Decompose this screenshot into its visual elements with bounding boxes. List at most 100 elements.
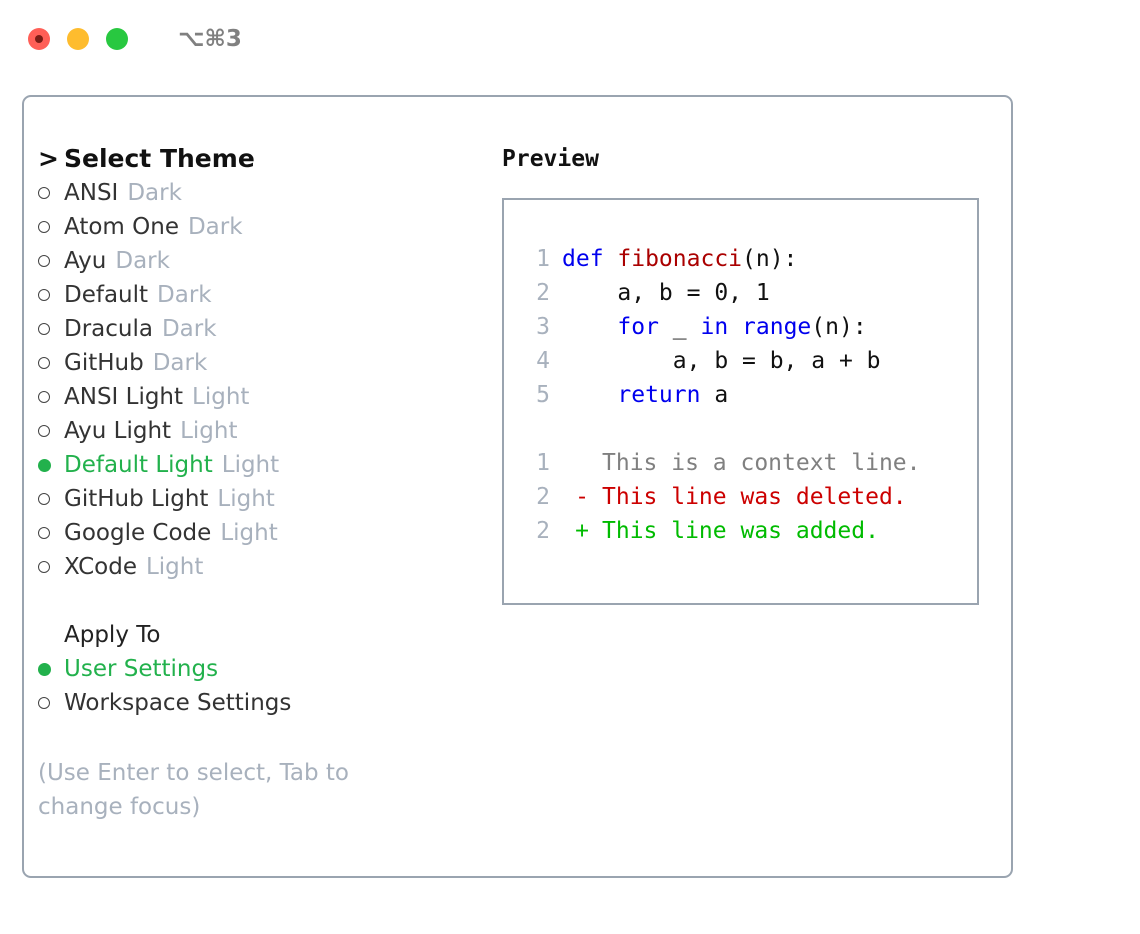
theme-kind-label: Dark (127, 180, 182, 206)
theme-kind-label: Light (145, 554, 204, 580)
radio-selected-icon[interactable] (38, 662, 64, 676)
theme-list-item[interactable]: Ayu Light Light (38, 414, 498, 448)
title-bar: ⌥⌘3 (0, 0, 1140, 78)
code-token: range (742, 314, 812, 340)
theme-name-label: Ayu Light (64, 418, 172, 444)
code-line: 2 a, b = 0, 1 (522, 276, 881, 310)
radio-unselected-icon[interactable] (38, 561, 64, 573)
maximize-window-button[interactable] (106, 28, 128, 50)
theme-list-item[interactable]: Google Code Light (38, 516, 498, 550)
code-line-text: a, b = b, a + b (562, 344, 881, 378)
code-token: _ (658, 314, 701, 340)
theme-name-label: GitHub Light (64, 486, 209, 512)
minimize-window-button[interactable] (67, 28, 89, 50)
radio-unselected-icon[interactable] (38, 391, 64, 403)
code-token: a, b = b, a + b (562, 348, 881, 374)
code-token: in (700, 314, 729, 340)
radio-dot (38, 391, 50, 403)
select-theme-heading: > Select Theme (38, 142, 498, 176)
code-token: (n): (811, 314, 867, 340)
theme-name-label: Dracula (64, 316, 153, 342)
theme-list-item[interactable]: GitHub Light Light (38, 482, 498, 516)
code-line-text: return a (562, 378, 728, 412)
radio-unselected-icon[interactable] (38, 255, 64, 267)
theme-name-label: Default (64, 282, 149, 308)
radio-dot (38, 255, 50, 267)
theme-name-label: ANSI (64, 180, 119, 206)
radio-dot (38, 662, 51, 676)
radio-unselected-icon[interactable] (38, 187, 64, 199)
radio-unselected-icon[interactable] (38, 289, 64, 301)
theme-kind-label: Light (221, 452, 280, 478)
keyboard-hint: (Use Enter to select, Tab to change focu… (38, 760, 357, 820)
code-token: for (617, 314, 659, 340)
radio-dot (38, 561, 50, 573)
code-token: fibonacci (617, 246, 743, 272)
diff-line: 2-This line was deleted. (522, 480, 921, 514)
diff-line-text: This is a context line. (602, 450, 921, 476)
close-window-button[interactable] (28, 28, 50, 50)
radio-dot (38, 527, 50, 539)
theme-list-item[interactable]: Dracula Dark (38, 312, 498, 346)
code-token: a (700, 382, 729, 408)
code-line-text: def fibonacci(n): (562, 242, 797, 276)
theme-kind-label: Dark (115, 248, 170, 274)
radio-dot (38, 458, 51, 472)
code-line-number: 4 (536, 348, 550, 374)
theme-name-label: Default Light (64, 452, 213, 478)
theme-list-item[interactable]: Atom One Dark (38, 210, 498, 244)
code-line-number: 3 (536, 314, 550, 340)
apply-to-option[interactable]: Workspace Settings (38, 686, 498, 720)
window-title-shortcut: ⌥⌘3 (178, 26, 242, 52)
radio-dot (38, 357, 50, 369)
code-token (562, 314, 617, 340)
theme-kind-label: Light (180, 418, 238, 444)
theme-kind-label: Dark (187, 214, 243, 240)
diff-marker: - (575, 484, 589, 510)
code-token: def (562, 246, 618, 272)
radio-unselected-icon[interactable] (38, 221, 64, 233)
diff-marker: + (575, 518, 589, 544)
theme-kind-label: Light (217, 486, 275, 512)
select-theme-heading-label: Select Theme (64, 144, 255, 173)
radio-unselected-icon[interactable] (38, 493, 64, 505)
theme-name-label: Google Code (64, 520, 212, 546)
theme-kind-label: Light (220, 520, 278, 546)
apply-to-option[interactable]: User Settings (38, 652, 498, 686)
apply-to-option-label: User Settings (64, 656, 219, 682)
caret-icon: > (38, 144, 59, 173)
radio-unselected-icon[interactable] (38, 527, 64, 539)
radio-dot (38, 289, 50, 301)
theme-list-item[interactable]: ANSI Dark (38, 176, 498, 210)
radio-unselected-icon[interactable] (38, 697, 64, 709)
code-token: a, b = 0, 1 (562, 280, 770, 306)
theme-name-label: Atom One (64, 214, 179, 240)
theme-list-item[interactable]: Default Light Light (38, 448, 498, 482)
list-spacer (38, 584, 498, 618)
radio-unselected-icon[interactable] (38, 425, 64, 437)
preview-heading: Preview (502, 146, 599, 172)
radio-selected-icon[interactable] (38, 458, 64, 472)
diff-line-text: This line was added. (602, 518, 879, 544)
theme-kind-label: Dark (161, 316, 217, 342)
radio-unselected-icon[interactable] (38, 323, 64, 335)
theme-kind-label: Light (192, 384, 250, 410)
code-token (562, 382, 617, 408)
code-line: 3 for _ in range(n): (522, 310, 881, 344)
radio-unselected-icon[interactable] (38, 357, 64, 369)
code-line-number: 2 (536, 280, 550, 306)
code-token (728, 314, 742, 340)
diff-line: 1 This is a context line. (522, 446, 921, 480)
theme-name-label: GitHub (64, 350, 144, 376)
